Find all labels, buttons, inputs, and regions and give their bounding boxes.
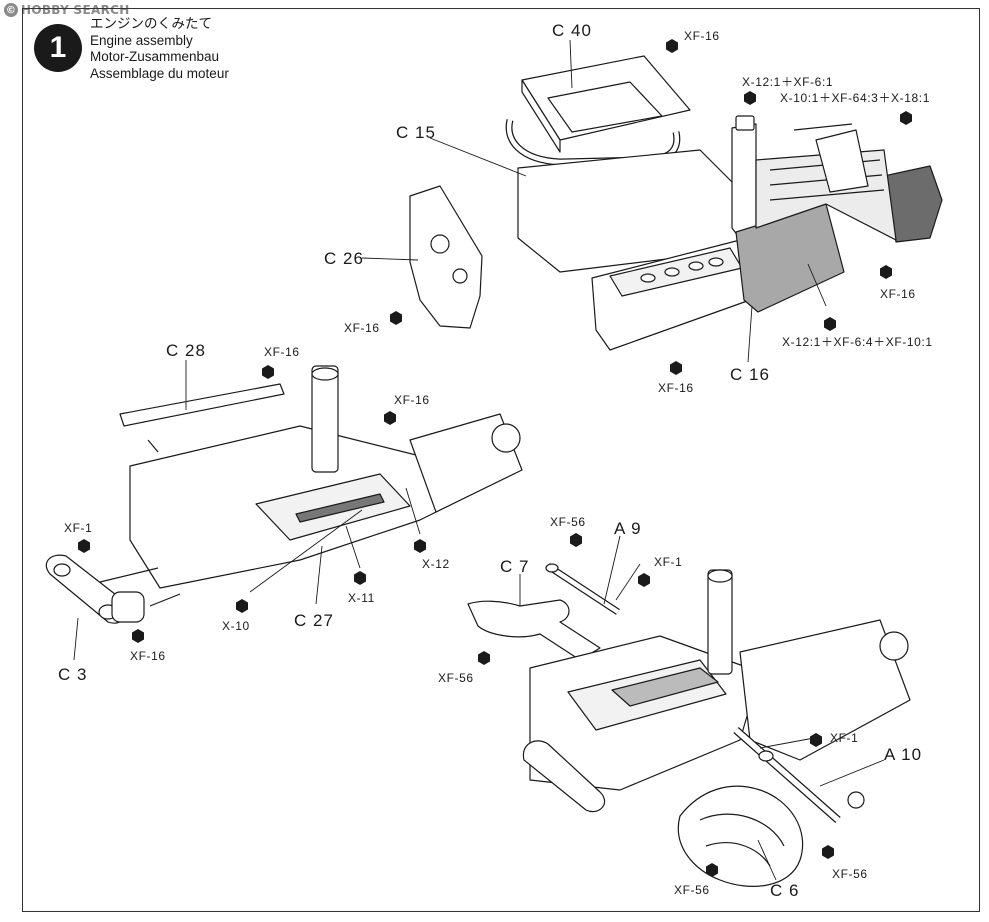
label-c7: C 7 [500,557,529,576]
intake-column [731,123,757,237]
watermark: © HOBBY SEARCH [4,3,130,17]
hex-marker-icon [638,573,650,587]
step-titles: エンジンのくみたて Engine assembly Motor-Zusammen… [90,16,229,82]
hex-marker-icon [390,311,402,325]
lower-cam-cover-top [611,667,719,707]
hex-marker-icon [666,39,678,53]
label-a9: A 9 [614,519,642,538]
hex-marker-icon [414,539,426,553]
hex-marker-icon [900,111,912,125]
paint-code-xf16-c26: XF-16 [344,321,380,335]
label-c16: C 16 [730,365,770,384]
hex-marker-icon [236,599,248,613]
paint-code-xf16-c3: XF-16 [130,649,166,663]
paint-code-xf1-a10: XF-1 [830,731,858,745]
paint-code-xf16-gearbox: XF-16 [880,287,916,301]
mid-intake-column [311,365,339,473]
label-c26: C 26 [324,249,364,268]
diagram-frame [22,8,980,912]
paint-code-xf56-a9: XF-56 [550,515,586,529]
paint-code-xf56-c7: XF-56 [438,671,474,685]
hex-marker-icon [354,571,366,585]
paint-code-x11: X-11 [348,591,375,605]
leader-lines [73,39,885,881]
hex-marker-icon [262,365,274,379]
step-number-badge: 1 [34,24,82,72]
part-c7-manifold [467,599,601,661]
part-c40-intake-opening [547,81,663,133]
hex-marker-icon [670,361,682,375]
label-c15: C 15 [396,123,436,142]
paint-code-xf1-mid: XF-1 [64,521,92,535]
part-c28-plate [119,383,285,427]
label-c27: C 27 [294,611,334,630]
part-labels: C 40 C 15 C 26 C 16 C 28 C 27 C 3 C 7 A … [58,21,922,900]
paint-code-x10: X-10 [222,619,250,633]
lower-pulley-belt [522,740,606,813]
hex-marker-icon [78,539,90,553]
lower-engine-assembly [467,563,911,887]
label-c28: C 28 [166,341,206,360]
step-title-en: Engine assembly [90,32,193,48]
lower-transmission [739,619,911,761]
hex-marker-icon [132,629,144,643]
cam-cover-shaded-strip [295,493,385,523]
upper-engine-assembly [409,55,943,351]
hex-marker-icon [478,651,490,665]
hex-marker-icon [384,411,396,425]
step-title-fr: Assemblage du moteur [90,65,229,81]
paint-code-labels: XF-16 X-12:1＋XF-6:1 X-10:1＋XF-64:3＋X-18:… [64,29,933,897]
paint-code-mix-3: X-12:1＋XF-6:4＋XF-10:1 [782,335,933,349]
paint-code-xf16-block: XF-16 [658,381,694,395]
label-a10: A 10 [884,745,922,764]
middle-engine-assembly [45,365,523,624]
lower-intake-column [707,569,733,675]
part-c6-exhaust [677,785,804,887]
label-c3: C 3 [58,665,87,684]
paint-code-xf16-mid: XF-16 [394,393,430,407]
paint-code-xf16-c40: XF-16 [684,29,720,43]
part-c40-intake-front [521,79,561,153]
rear-linkage-bracket [815,129,869,193]
paint-code-xf56-c6: XF-56 [674,883,710,897]
hex-marker-icon [880,265,892,279]
hex-marker-icon [824,317,836,331]
watermark-text: HOBBY SEARCH [21,3,130,17]
hex-marker-icon [744,91,756,105]
copyright-icon: © [4,3,18,17]
paint-code-x12: X-12 [422,557,450,571]
paint-code-mix-1: X-12:1＋XF-6:1 [742,75,833,89]
paint-code-xf1-a9: XF-1 [654,555,682,569]
hex-marker-icon [570,533,582,547]
hex-marker-icon [822,845,834,859]
label-c6: C 6 [770,881,799,900]
step-title-ja: エンジンのくみたて [90,16,213,31]
paint-code-xf16-c28: XF-16 [264,345,300,359]
paint-code-mix-2: X-10:1＋XF-64:3＋X-18:1 [780,91,930,105]
label-c40: C 40 [552,21,592,40]
part-c26-bracket [409,185,483,329]
step-title-de: Motor-Zusammenbau [90,49,220,64]
paint-code-xf56-a10: XF-56 [832,867,868,881]
